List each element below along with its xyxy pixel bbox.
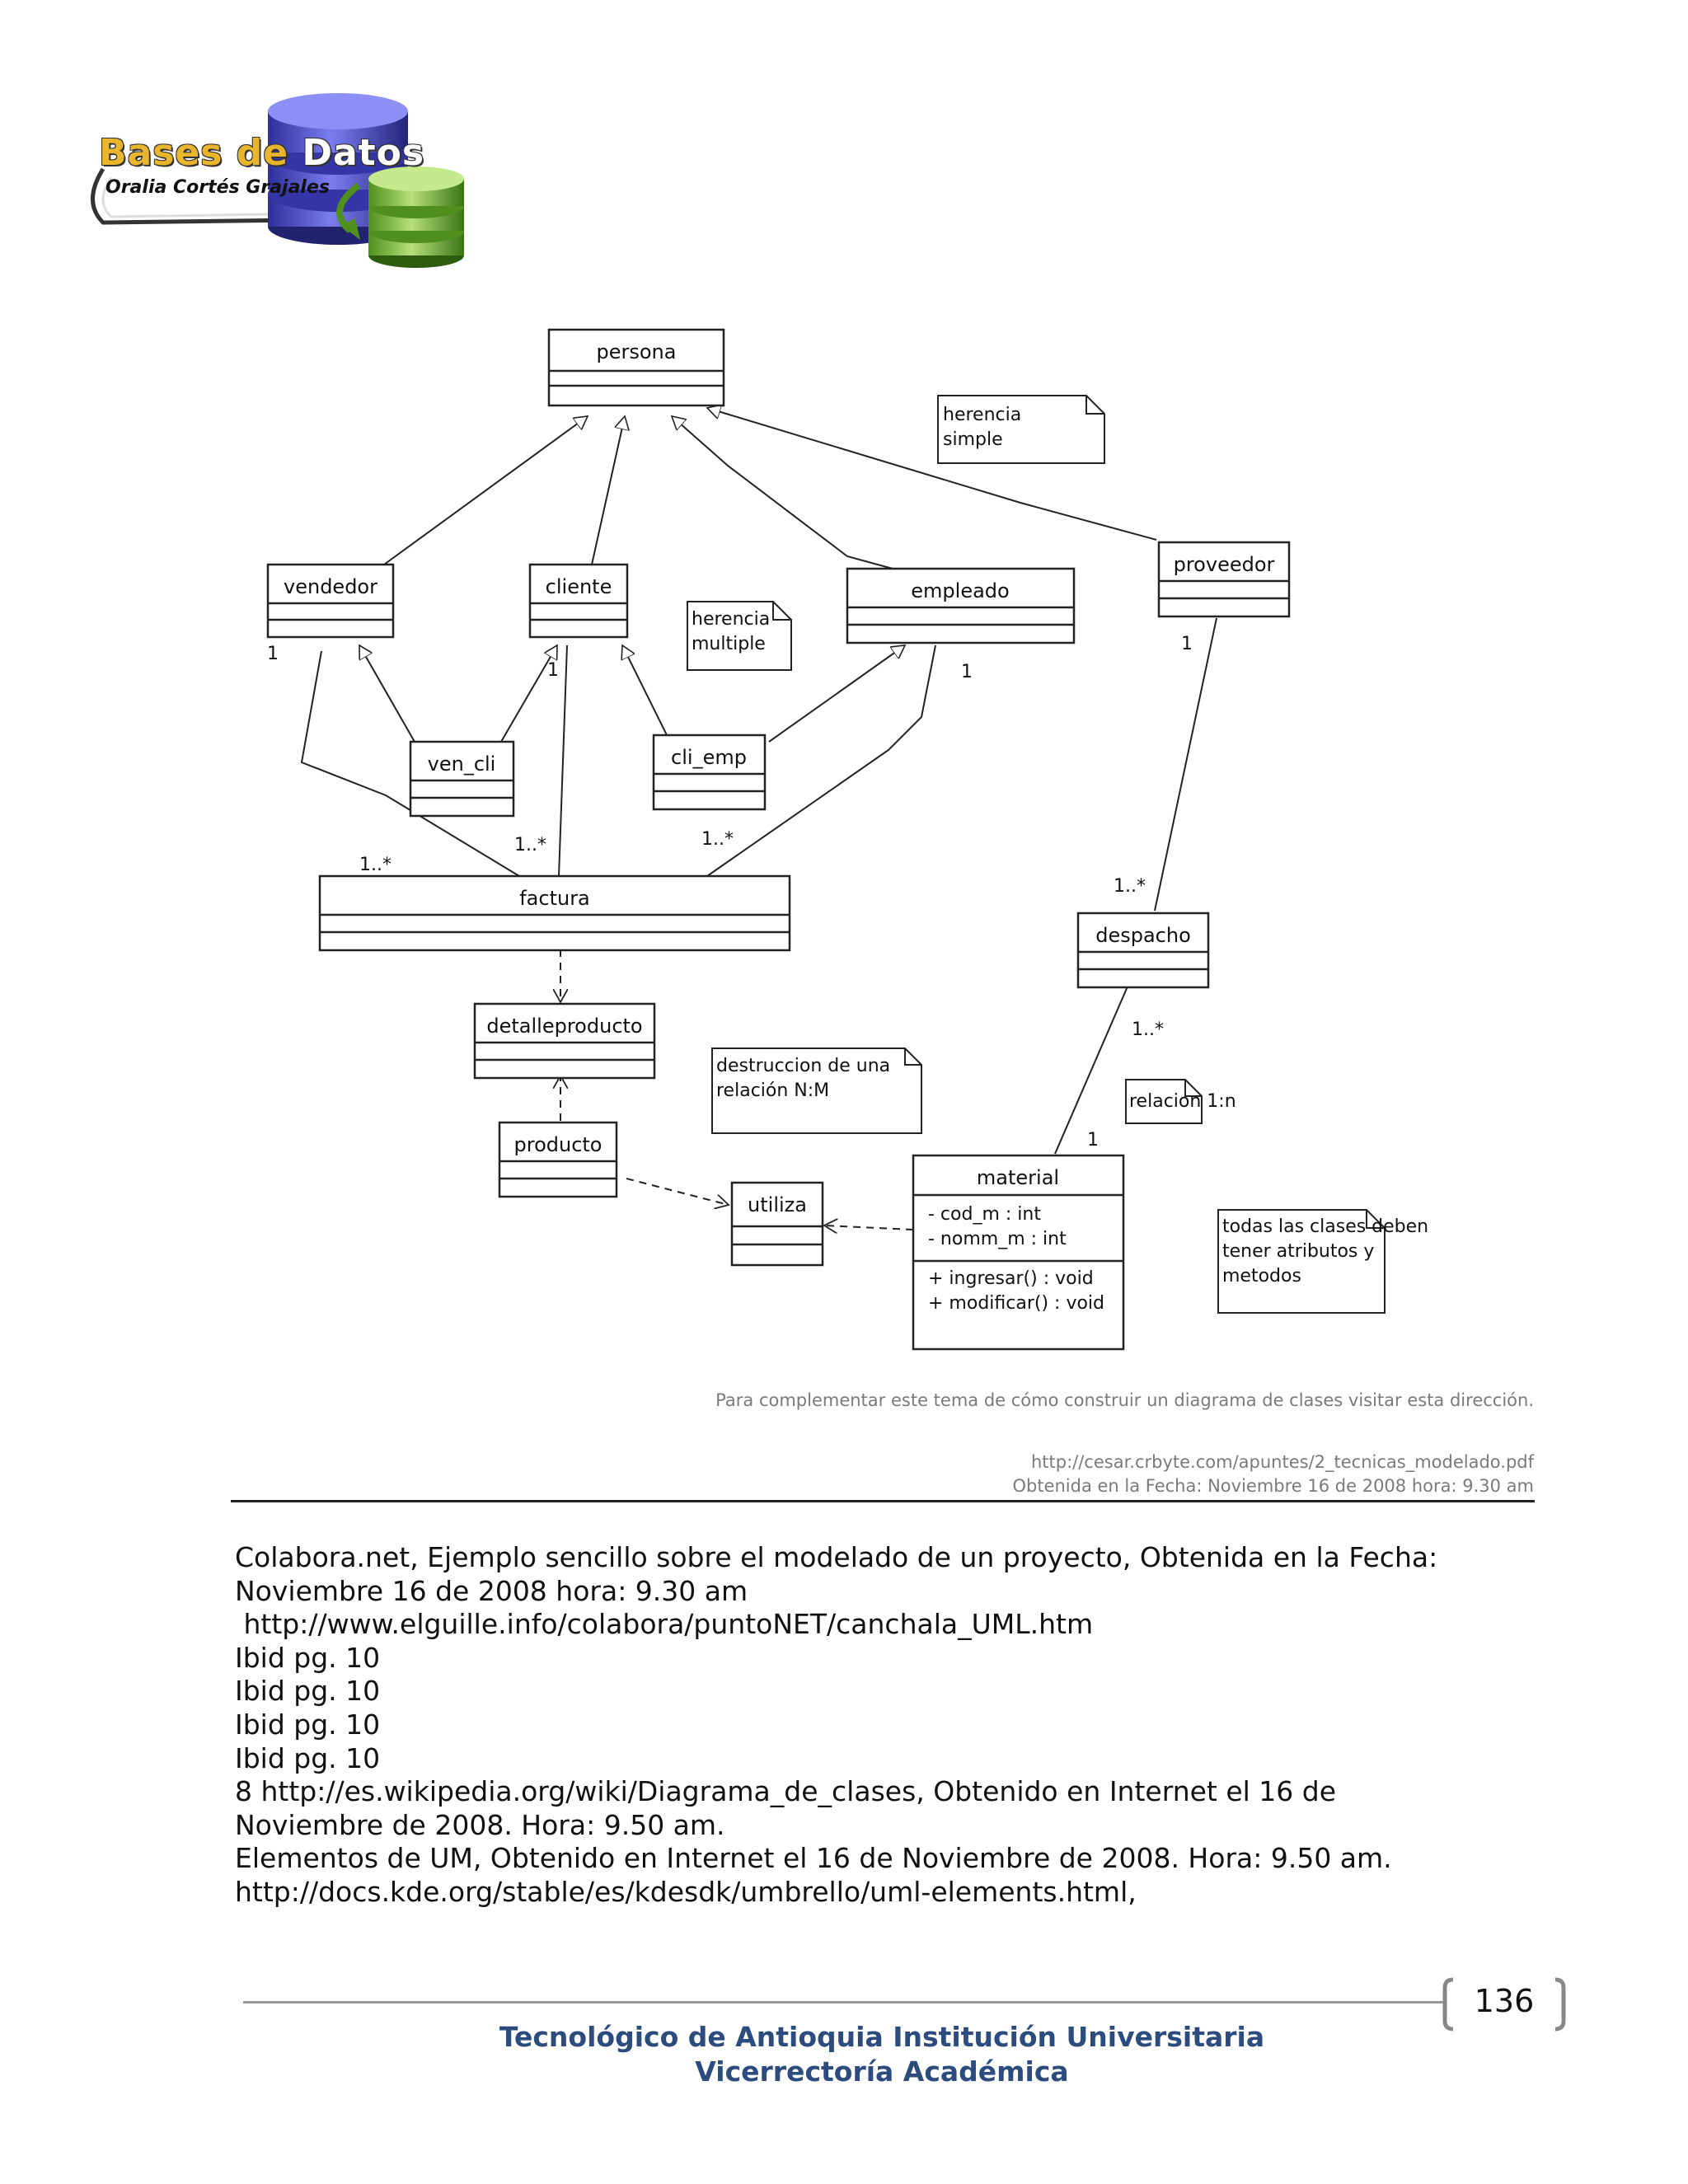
database-disks-green-icon bbox=[368, 166, 464, 268]
class-empleado: empleado bbox=[911, 579, 1009, 602]
reference-line: http://docs.kde.org/stable/es/kdesdk/umb… bbox=[235, 1875, 1137, 1908]
class-persona: persona bbox=[597, 340, 677, 363]
multiplicity-label: 1 bbox=[961, 662, 973, 682]
class-factura: factura bbox=[519, 887, 590, 910]
footer-institution: Tecnológico de Antioquia Institución Uni… bbox=[499, 2021, 1265, 2053]
reference-line: Ibid pg. 10 bbox=[235, 1708, 381, 1741]
logo-subtitle: Oralia Cortés Grajales bbox=[106, 177, 330, 198]
class-despacho: despacho bbox=[1095, 924, 1191, 947]
reference-line: Noviembre 16 de 2008 hora: 9.30 am bbox=[235, 1574, 748, 1607]
multiplicity-label: 1 bbox=[267, 644, 279, 664]
note-text: herencia bbox=[692, 609, 770, 630]
multiplicity-label: 1..* bbox=[1114, 876, 1146, 897]
class-cli-emp: cli_emp bbox=[671, 746, 747, 769]
divider bbox=[231, 1500, 1535, 1502]
note-text: multiple bbox=[692, 634, 766, 654]
note-text: destruccion de una bbox=[716, 1056, 890, 1076]
caption-date: Obtenida en la Fecha: Noviembre 16 de 20… bbox=[1012, 1476, 1534, 1496]
multiplicity-label: 1..* bbox=[701, 829, 734, 850]
class-utiliza: utiliza bbox=[748, 1193, 807, 1216]
page-number: 136 bbox=[1474, 1983, 1535, 2019]
multiplicity-label: 1..* bbox=[1132, 1019, 1164, 1040]
multiplicity-label: 1 bbox=[1087, 1130, 1099, 1151]
note-text: tener atributos y bbox=[1222, 1241, 1374, 1262]
footer-divider bbox=[243, 2001, 1447, 2004]
material-operation: + ingresar() : void bbox=[928, 1268, 1094, 1289]
note-text: todas las clases deben bbox=[1222, 1216, 1428, 1237]
reference-line: Ibid pg. 10 bbox=[235, 1741, 381, 1774]
note-text: herencia bbox=[943, 405, 1021, 425]
references-block: Colabora.net, Ejemplo sencillo sobre el … bbox=[235, 1541, 1570, 1910]
reference-line: Ibid pg. 10 bbox=[235, 1675, 381, 1708]
page-number-brackets bbox=[1442, 1977, 1566, 2032]
footer-department: Vicerrectoría Académica bbox=[695, 2055, 1069, 2088]
class-detalleproducto: detalleproducto bbox=[486, 1015, 642, 1038]
reference-line: Colabora.net, Ejemplo sencillo sobre el … bbox=[235, 1541, 1438, 1573]
class-material: material bbox=[977, 1166, 1059, 1189]
note-text: metodos bbox=[1222, 1266, 1301, 1286]
class-cliente: cliente bbox=[546, 575, 612, 598]
caption-url: http://cesar.crbyte.com/apuntes/2_tecnic… bbox=[1030, 1452, 1534, 1472]
class-ven-cli: ven_cli bbox=[428, 752, 496, 776]
multiplicity-label: 1 bbox=[1181, 634, 1193, 654]
reference-line: Elementos de UM, Obtenido en Internet el… bbox=[235, 1842, 1392, 1875]
logo-title-part2: Datos bbox=[302, 132, 425, 174]
logo-title: Bases de Datos bbox=[99, 132, 424, 174]
note-text: relacion 1:n bbox=[1129, 1091, 1236, 1112]
reference-line: 8 http://es.wikipedia.org/wiki/Diagrama_… bbox=[235, 1775, 1337, 1808]
caption-line-1: Para complementar este tema de cómo cons… bbox=[715, 1390, 1534, 1410]
class-producto: producto bbox=[514, 1133, 603, 1156]
logo bbox=[91, 93, 464, 268]
note-text: simple bbox=[943, 429, 1003, 450]
reference-line: http://www.elguille.info/colabora/puntoN… bbox=[235, 1608, 1094, 1641]
uml-class-diagram: persona vendedor cliente empleado provee… bbox=[262, 313, 1531, 1372]
material-operation: + modificar() : void bbox=[928, 1293, 1104, 1314]
multiplicity-label: 1..* bbox=[514, 835, 546, 855]
material-attribute: - nomm_m : int bbox=[928, 1229, 1067, 1249]
note-text: relación N:M bbox=[716, 1080, 829, 1101]
reference-line: Noviembre de 2008. Hora: 9.50 am. bbox=[235, 1808, 725, 1841]
material-attribute: - cod_m : int bbox=[928, 1204, 1041, 1225]
multiplicity-label: 1 bbox=[547, 660, 559, 681]
multiplicity-label: 1..* bbox=[359, 855, 392, 875]
logo-title-part1: Bases de bbox=[99, 132, 289, 174]
class-vendedor: vendedor bbox=[284, 575, 377, 598]
class-proveedor: proveedor bbox=[1174, 553, 1275, 576]
reference-line: Ibid pg. 10 bbox=[235, 1641, 381, 1674]
